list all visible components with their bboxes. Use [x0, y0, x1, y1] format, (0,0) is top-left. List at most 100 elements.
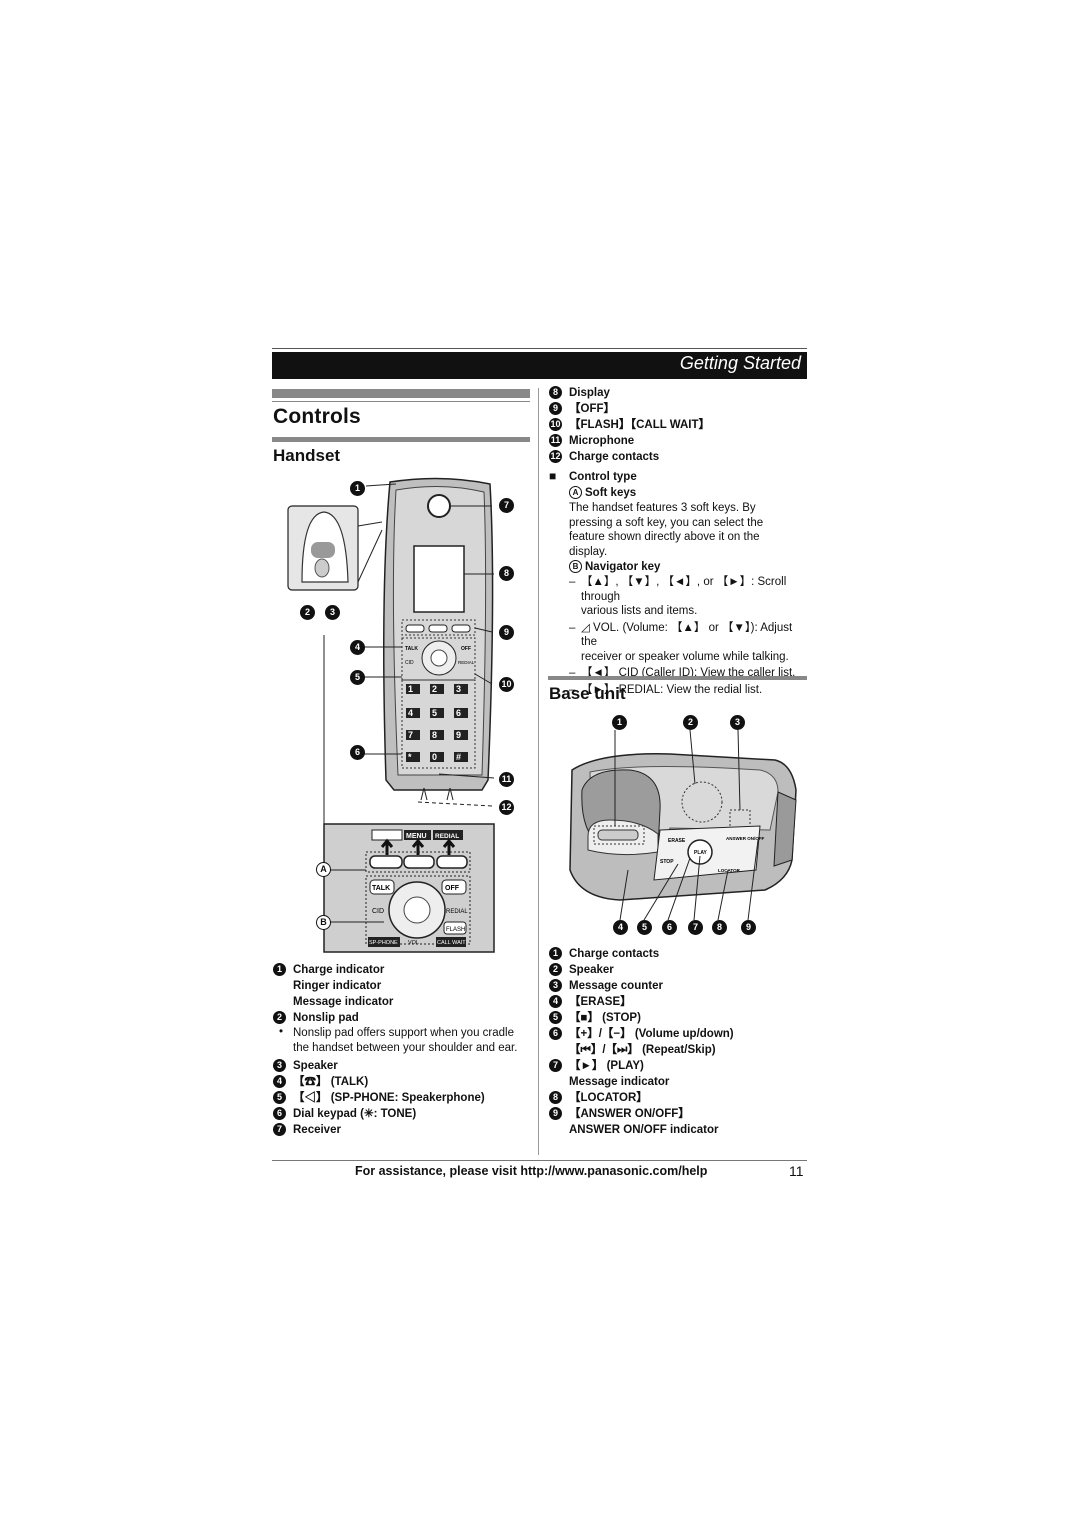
base-legend-item-8: 8【LOCATOR】 — [549, 1090, 809, 1106]
footer-help-text: For assistance, please visit http://www.… — [355, 1164, 708, 1178]
column-divider — [538, 388, 539, 1155]
base-legend-item-4: 4【ERASE】 — [549, 994, 809, 1010]
talk-key-label: TALK — [405, 646, 418, 652]
callout-letter-b: B — [316, 915, 331, 930]
base-callout-4: 4 — [613, 920, 628, 935]
callout-11: 11 — [499, 772, 514, 787]
cid-key-label: CID — [405, 660, 414, 666]
locator-label: LOCATOR — [718, 868, 741, 873]
base-callout-2: 2 — [683, 715, 698, 730]
callout-8: 8 — [499, 566, 514, 581]
zoom-talk-label: TALK — [372, 885, 390, 892]
handset-heading: Handset — [273, 446, 341, 465]
nav-item-2: –◿ VOL. (Volume: 【▲】 or 【▼】): Adjust the… — [569, 621, 793, 663]
footer-rule — [272, 1160, 807, 1161]
section-title: Getting Started — [679, 353, 801, 373]
callout-letter-a: A — [316, 862, 331, 877]
base-legend-item-9-line-2: ANSWER ON/OFF indicator — [569, 1124, 719, 1136]
section-header-bar: Getting Started — [272, 348, 807, 379]
nonslip-pad-inset — [287, 505, 383, 591]
callout-7: 7 — [499, 498, 514, 513]
key-hash: # — [456, 752, 461, 762]
base-unit-diagram: ERASE ANSWER ON/OFF STOP PLAY LOCATOR — [569, 730, 797, 920]
callout-10: 10 — [499, 677, 514, 692]
zoom-redial-key-label: REDIAL — [446, 909, 468, 915]
key-5: 5 — [432, 708, 437, 718]
zoom-redial-label: REDIAL — [435, 833, 459, 840]
page-number: 11 — [789, 1163, 804, 1179]
base-legend-item-7-line-2: Message indicator — [569, 1076, 670, 1088]
zoom-inset: MENU REDIAL TALK OFF CID REDIAL FLASH SP… — [323, 823, 495, 953]
base-legend-item-5: 5【■】 (STOP) — [549, 1010, 809, 1026]
answer-label: ANSWER ON/OFF — [726, 836, 764, 841]
page-title: Controls — [273, 405, 361, 428]
erase-label: ERASE — [668, 838, 686, 844]
base-callout-1: 1 — [612, 715, 627, 730]
base-callout-7: 7 — [688, 920, 703, 935]
zoom-call-wait-label: CALL WAIT — [437, 940, 466, 946]
handset-diagram: TALK OFF CID REDIAL 1 2 3 4 5 6 7 8 9 * … — [287, 477, 495, 953]
base-legend-item-7: 7【►】 (PLAY) — [549, 1058, 809, 1074]
key-8: 8 — [432, 730, 437, 740]
key-0: 0 — [432, 752, 437, 762]
nav-item-4: –【►】 REDIAL: View the redial list. — [569, 683, 763, 696]
base-callout-3: 3 — [730, 715, 745, 730]
zoom-cid-label: CID — [372, 908, 384, 915]
key-3: 3 — [456, 684, 461, 694]
key-9: 9 — [456, 730, 461, 740]
callout-9: 9 — [499, 625, 514, 640]
legend-item-1-line-3: Message indicator — [293, 996, 394, 1008]
callout-12: 12 — [499, 800, 514, 815]
callout-4: 4 — [350, 640, 365, 655]
zoom-vol-label: VOL — [408, 940, 419, 946]
legend-item-4: 4【☎】 (TALK) — [273, 1074, 533, 1090]
title-rule-top — [272, 389, 530, 398]
soft-keys-text: The handset features 3 soft keys. By pre… — [569, 502, 764, 558]
base-unit-rule — [548, 676, 807, 680]
base-callout-6: 6 — [662, 920, 677, 935]
key-2: 2 — [432, 684, 437, 694]
callout-1: 1 — [350, 481, 365, 496]
redial-key-label: REDIAL — [458, 660, 475, 665]
key-6: 6 — [456, 708, 461, 718]
callout-2: 2 — [300, 605, 315, 620]
zoom-sp-phone-label: SP-PHONE — [369, 940, 398, 946]
base-legend-item-6-line-2: 【⏮】/【⏭】 (Repeat/Skip) — [569, 1044, 716, 1056]
off-key-label: OFF — [461, 646, 471, 652]
base-legend-item-9: 9【ANSWER ON/OFF】 — [549, 1106, 809, 1122]
nonslip-note: •Nonslip pad offers support when you cra… — [279, 1026, 518, 1054]
callout-5: 5 — [350, 670, 365, 685]
base-unit-heading: Base unit — [549, 684, 626, 703]
zoom-flash-label: FLASH — [446, 927, 465, 933]
stop-label: STOP — [660, 859, 674, 865]
base-callout-8: 8 — [712, 920, 727, 935]
play-label: PLAY — [694, 850, 708, 856]
base-callout-5: 5 — [637, 920, 652, 935]
legend-item-10: 10【FLASH】【CALL WAIT】 — [549, 418, 710, 431]
title-rule-bottom — [272, 437, 530, 442]
legend-item-5: 5【◁】 (SP-PHONE: Speakerphone) — [273, 1090, 533, 1106]
title-rule-thin — [272, 401, 530, 402]
callout-3: 3 — [325, 605, 340, 620]
base-legend-item-6: 6【+】/【−】 (Volume up/down) — [549, 1026, 809, 1042]
key-4: 4 — [408, 708, 413, 718]
menu-label: MENU — [406, 833, 427, 840]
key-1: 1 — [408, 684, 413, 694]
key-7: 7 — [408, 730, 413, 740]
base-callout-9: 9 — [741, 920, 756, 935]
